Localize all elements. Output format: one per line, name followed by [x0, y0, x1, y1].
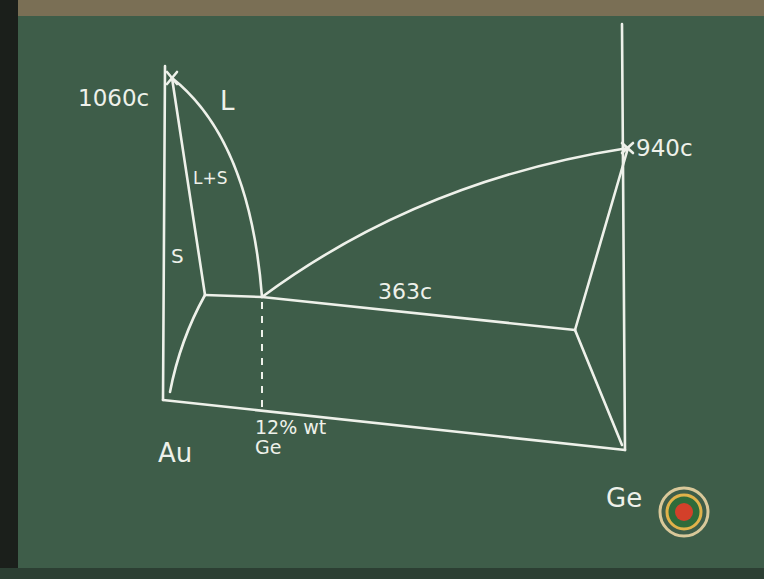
temperature-label: 363c — [378, 280, 432, 303]
temperature-label: 940c — [636, 136, 693, 160]
element-label: Au — [158, 440, 192, 467]
region-label: L — [220, 88, 235, 115]
temperature-label: 1060c — [78, 86, 149, 110]
element-label: Ge — [606, 485, 642, 512]
composition-label: 12% wt Ge — [255, 418, 327, 458]
region-label: L+S — [193, 170, 228, 188]
region-label: S — [171, 246, 184, 267]
